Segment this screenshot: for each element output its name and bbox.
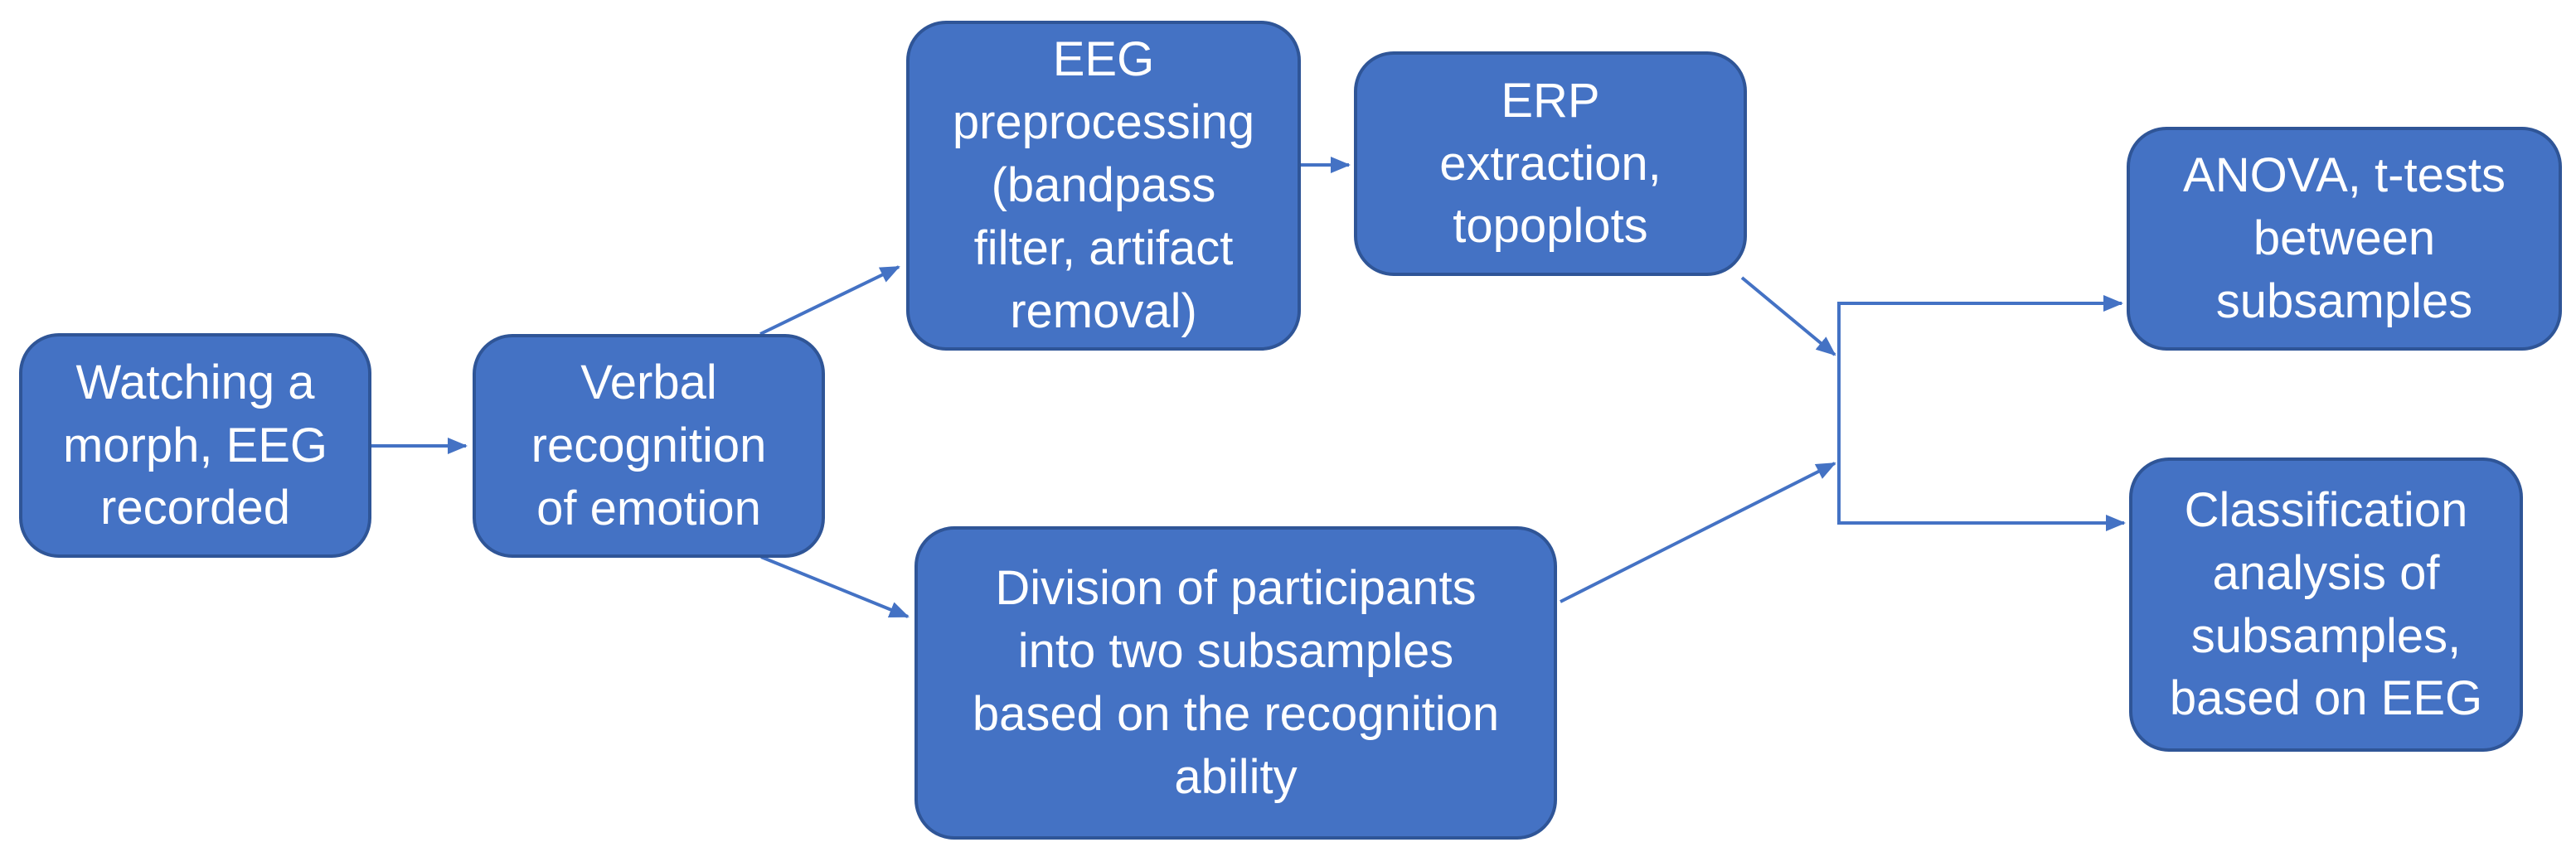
node-verbal-recognition-label: Verbal recognition of emotion [531, 356, 767, 535]
node-anova-ttests: ANOVA, t-tests between subsamples [2127, 127, 2562, 351]
node-verbal-recognition: Verbal recognition of emotion [473, 334, 825, 558]
edge-division-to-junction [1560, 462, 1836, 603]
node-anova-ttests-label: ANOVA, t-tests between subsamples [2183, 148, 2506, 328]
node-classification-eeg-label: Classification analysis of subsamples, b… [2169, 482, 2483, 726]
node-eeg-preprocessing-label: EEG preprocessing (bandpass filter, arti… [952, 32, 1255, 338]
node-watching-morph: Watching a morph, EEG recorded [19, 333, 371, 558]
node-division-subsamples-label: Division of participants into two subsam… [972, 561, 1500, 804]
node-classification-eeg: Classification analysis of subsamples, b… [2129, 457, 2523, 752]
edge-verbal-to-division [760, 555, 910, 618]
node-erp-extraction: ERP extraction, topoplots [1354, 51, 1747, 276]
node-watching-morph-label: Watching a morph, EEG recorded [62, 355, 328, 535]
edge-verbal-to-preprocessing [759, 265, 900, 336]
node-division-subsamples: Division of participants into two subsam… [914, 526, 1557, 840]
edge-erp-to-junction [1740, 276, 1836, 356]
node-erp-extraction-label: ERP extraction, topoplots [1439, 73, 1662, 254]
node-eeg-preprocessing: EEG preprocessing (bandpass filter, arti… [906, 21, 1301, 351]
